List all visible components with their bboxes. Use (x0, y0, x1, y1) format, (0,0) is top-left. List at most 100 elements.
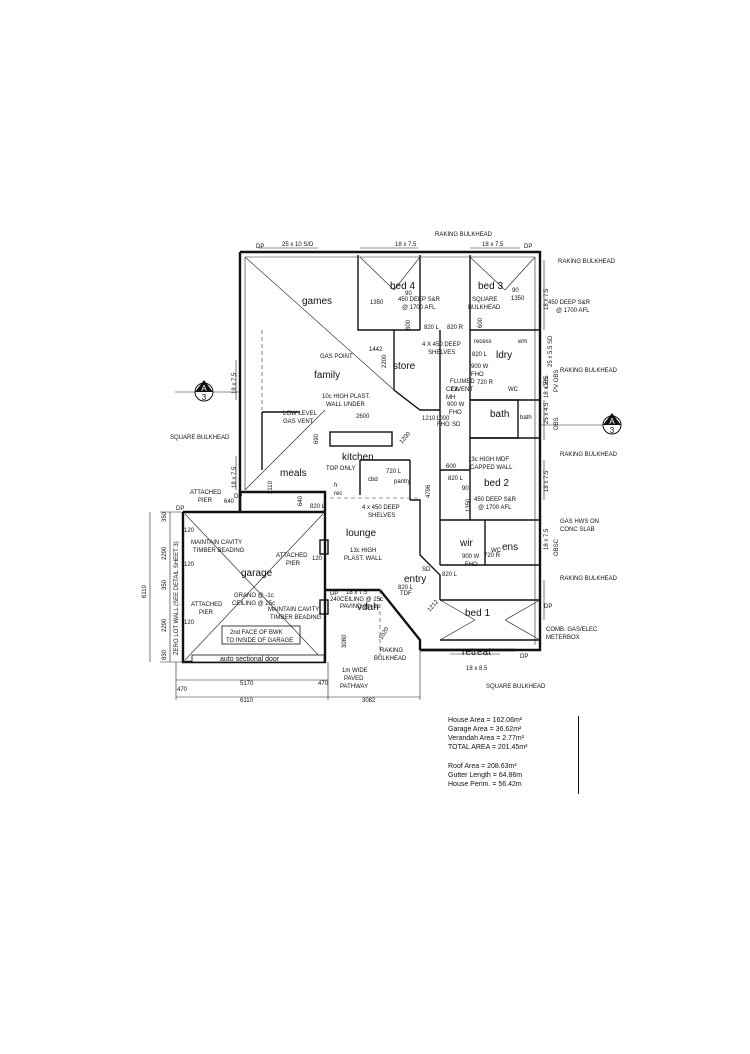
annotations: RAKING BULKHEAD RAKING BULKHEAD RAKING B… (170, 232, 618, 690)
label-square-bulkhead-bottom: SQUARE BULKHEAD (486, 684, 546, 690)
label-shelf-store-2: SHELVES (428, 350, 455, 356)
dim-1442: 1442 (369, 347, 383, 353)
room-bed3: bed 3 (478, 281, 503, 292)
label-attached-pier-1b: PIER (198, 498, 213, 504)
dim-left-2: 18 x 7.5 (232, 466, 238, 488)
label-cavity-2b: TIMBER BEADING (270, 615, 322, 621)
label-garage-ceiling-2: CEILING @ 25c (232, 601, 275, 607)
label-ceil-2: MH (446, 395, 455, 401)
dim-1350-c: 1350 (466, 498, 472, 512)
label-vdah-ceiling-1: 18 x 7.5 (346, 590, 368, 596)
label-fr: fr (334, 483, 338, 489)
dim-470-b: 470 (318, 681, 329, 687)
dim-top-2: 18 x 7.5 (482, 242, 504, 248)
dim-3110: 3110 (268, 480, 274, 494)
label-raking-right-2: RAKING BULKHEAD (560, 368, 618, 374)
dim-2290-b: 2290 (162, 618, 168, 632)
dim-4796: 4796 (426, 484, 432, 498)
label-attached-pier-3: ATTACHED (191, 602, 223, 608)
label-raking-bottom-2: BULKHEAD (374, 656, 407, 662)
label-bwk-2: TO INSIDE OF GARAGE (226, 638, 293, 644)
label-shelf-pantry-1: 4 x 450 DEEP (362, 505, 400, 511)
dim-820L-3: 820 L (310, 504, 326, 510)
label-shelf-bed2-1: 450 DEEP S&R (474, 497, 517, 503)
dim-830: 830 (162, 649, 168, 660)
room-bed2: bed 2 (484, 478, 509, 489)
room-meals: meals (280, 468, 307, 479)
label-sd-2: SD (422, 567, 431, 573)
label-bath-small: bath (520, 415, 532, 421)
dim-820R-1: 820 R (447, 325, 464, 331)
dim-470-a: 470 (177, 687, 188, 693)
label-top-only: TOP ONLY (326, 466, 356, 472)
label-square-bulkhead-top-2: BULKHEAD (468, 305, 501, 311)
dim-350-b: 350 (162, 579, 168, 590)
gutter-length: Gutter Length = 64.86m (448, 772, 523, 779)
dim-820L-5: 820 L (442, 572, 458, 578)
dim-top-1: 18 x 7.5 (395, 242, 417, 248)
label-gas-vent-1: LOW LEVEL (283, 411, 318, 417)
label-vdah-ceiling-2: CEILING @ 25c (340, 597, 383, 603)
room-labels: games bed 4 bed 3 family store ldry kitc… (241, 281, 518, 658)
label-obs-1: OBS (554, 417, 560, 430)
label-dp-5: DP (544, 604, 552, 610)
house-perimeter: House Perim. = 56.42m (448, 781, 522, 788)
label-obsc: OBSC (554, 538, 560, 556)
label-fho-sd: FHO (437, 422, 450, 428)
label-attached-pier-2b: PIER (286, 561, 301, 567)
label-attached-pier-3b: PIER (199, 610, 214, 616)
dim-right-3: 18 x 7.5 (544, 288, 550, 310)
dim-right-5: 25 x 4.5 (544, 402, 550, 424)
label-wc-2: WC (491, 548, 502, 554)
dim-top-sd: 25 x 10 S/D (282, 242, 314, 248)
dim-720L: 720 L (386, 469, 402, 475)
label-raking-right-3: RAKING BULKHEAD (560, 452, 618, 458)
dim-600-b: 600 (478, 317, 484, 328)
dimensions: 25 x 10 S/D 18 x 7.5 18 x 7.5 25 x 5.5 S… (142, 242, 554, 704)
label-pathway-3: PATHWAY (340, 684, 368, 690)
garage-area: Garage Area = 36.62m² (448, 726, 522, 733)
label-dp-1: DP (256, 244, 264, 250)
label-fho-2b: FHO (449, 410, 462, 416)
schedule-rule (578, 716, 579, 794)
label-shelf-bed4-1: 450 DEEP S&R (398, 297, 441, 303)
bwk-note-box (221, 625, 301, 645)
label-door: auto sectional door (220, 656, 280, 663)
label-dp-7: DP (520, 654, 528, 660)
dim-left-1: 18 x 7.5 (232, 372, 238, 394)
label-wm: wm (517, 339, 527, 345)
label-shelf-bed2-2: @ 1700 AFL (478, 505, 512, 511)
dimension-lines (149, 511, 421, 700)
room-family: family (314, 370, 340, 381)
label-fho-1b: FHO (471, 372, 484, 378)
label-tdf: TDF (400, 591, 412, 597)
dim-bottom-retreat: 18 x 8.5 (466, 666, 488, 672)
label-obs-2: OBS (544, 375, 550, 388)
room-wir: wir (459, 538, 473, 549)
room-retreat: retreat (462, 647, 491, 658)
label-attached-pier-1: ATTACHED (190, 490, 222, 496)
dim-6110-h: 6110 (240, 698, 254, 704)
label-fho-1: 900 W (471, 364, 489, 370)
label-meterbox-1: COMB. GAS/ELEC (546, 627, 598, 633)
dim-right-4: 18 x 7.5 (544, 470, 550, 492)
label-plast-wall-1: 13c HIGH (350, 548, 376, 554)
label-attached-pier-2: ATTACHED (276, 553, 308, 559)
dim-1200: 1200 (399, 431, 413, 446)
label-gas-hws-1: GAS HWS ON (560, 519, 599, 525)
dim-1350-b: 1350 (511, 296, 525, 302)
room-lounge: lounge (346, 528, 376, 539)
label-cavity-2: MAINTAIN CAVITY (268, 607, 319, 613)
dim-2600: 2600 (356, 414, 370, 420)
dim-640: 640 (298, 495, 304, 506)
label-recess: recess (474, 339, 492, 345)
dim-820L-1: 820 L (424, 325, 440, 331)
dim-1210: 1210 (422, 416, 436, 422)
dim-640-b: 640 (224, 499, 235, 505)
label-sd-1: SD (452, 422, 461, 428)
label-flumed-1: FLUMED (450, 379, 475, 385)
label-zero-lot: ZERO LOT WALL (SEE DETAIL SHEET 3) (174, 541, 180, 655)
label-dp-4: DP (234, 494, 242, 500)
dim-1000: 1000 (436, 416, 450, 422)
room-ens: ens (502, 542, 518, 553)
